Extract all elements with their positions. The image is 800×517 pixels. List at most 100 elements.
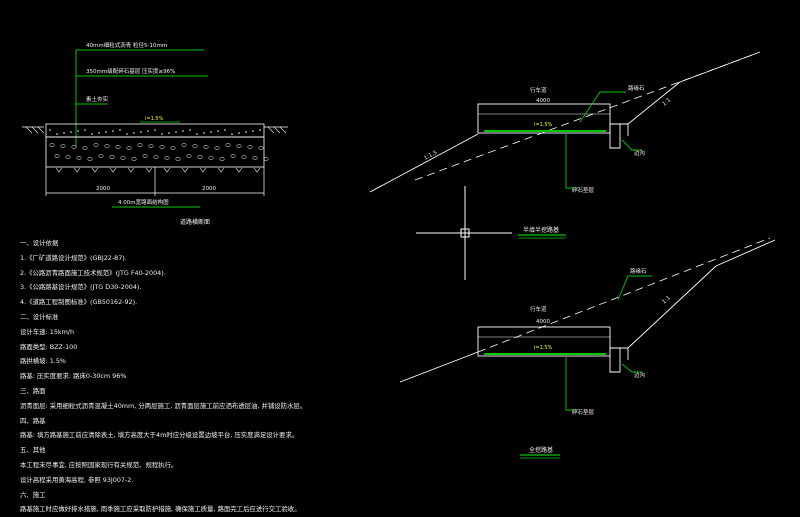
- base-stone: [76, 156, 82, 160]
- asphalt-dot: [147, 130, 149, 132]
- base-label: 碎石垫层: [572, 408, 595, 416]
- base-stone: [219, 157, 225, 161]
- asphalt-dot: [238, 132, 240, 134]
- ditch-label: 边沟: [634, 371, 646, 379]
- base-stone: [131, 157, 137, 161]
- base-stone: [98, 154, 104, 158]
- subgrade-mark: [55, 167, 63, 173]
- asphalt-dot: [196, 133, 198, 135]
- note-line: 六、施工: [20, 490, 46, 499]
- design-notes: 一、设计依据 1.《厂矿道路设计规范》(GBJ22-87). 2.《公路沥青路面施工…: [20, 236, 320, 517]
- road-label: 行车道: [530, 86, 547, 94]
- asphalt-dot: [49, 129, 51, 131]
- road-width: 4000: [536, 98, 550, 104]
- ditch-outline: [609, 123, 629, 149]
- roadway-box: [477, 103, 611, 134]
- base-stone: [115, 145, 121, 149]
- asphalt-dot: [231, 133, 233, 135]
- note-line: 一、设计依据: [20, 239, 59, 247]
- slope-label: i=1.5%: [145, 116, 164, 122]
- base-stone: [54, 154, 60, 158]
- cut-slope-line: [627, 265, 717, 349]
- left-title: 道路横断面: [180, 218, 210, 226]
- base-stone: [120, 156, 126, 160]
- base-stone: [109, 155, 115, 159]
- note-line: 1.《厂矿道路设计规范》(GBJ22-87).: [20, 253, 127, 262]
- base-stone: [159, 145, 165, 149]
- base-stone: [71, 145, 77, 149]
- original-ground-dashed: [477, 237, 771, 353]
- asphalt-dot: [126, 133, 128, 135]
- subgrade-mark: [253, 167, 261, 173]
- asphalt-dot: [56, 133, 58, 135]
- base-stone: [258, 146, 264, 150]
- base-stone: [126, 146, 132, 150]
- base-stone: [164, 156, 170, 160]
- note-line: 路基: 压实度要求: 路床0-30cm 96%: [20, 372, 127, 381]
- asphalt-dot: [259, 129, 261, 131]
- cad-crosshair-cursor: [416, 186, 512, 280]
- asphalt-dot: [245, 131, 247, 133]
- curb-label: 路缘石: [630, 267, 647, 275]
- asphalt-dot: [154, 129, 156, 131]
- asphalt-dot: [189, 129, 191, 131]
- asphalt-dot: [175, 131, 177, 133]
- note-line: 4.《道路工程制图标准》(GB50162-92).: [20, 298, 138, 307]
- asphalt-dot: [133, 132, 135, 134]
- base-stone: [252, 156, 258, 160]
- cut-slope-line-2: [679, 51, 761, 83]
- right-top-title: 半填半挖路基: [523, 226, 559, 234]
- cad-drawing-canvas: 40mm细粒式沥青 粒径5-10mm 350mm级配碎石基层 压实度≥96% 素…: [22, 41, 776, 459]
- asphalt-dot: [77, 130, 79, 132]
- asphalt-dot: [63, 132, 65, 134]
- cut-slope-line-2: [715, 239, 776, 267]
- fill-ratio-label: 1:1.5: [423, 150, 439, 162]
- curb-leader: [617, 275, 652, 301]
- cut-slope-line: [627, 81, 681, 125]
- subgrade-mark: [181, 167, 189, 173]
- ditch-leader: [621, 363, 642, 373]
- dim-left-text: 2000: [96, 186, 110, 192]
- asphalt-dot: [140, 131, 142, 133]
- note-line: 2.《公路沥青路面施工技术规范》(JTG F40-2004).: [20, 268, 166, 277]
- callout-text-3: 素土夯实: [86, 95, 109, 103]
- asphalt-dot: [203, 132, 205, 134]
- base-texture: [49, 143, 269, 161]
- base-stone: [230, 154, 236, 158]
- base-stone: [186, 154, 192, 158]
- subgrade-mark: [217, 167, 225, 173]
- subgrade-mark: [235, 167, 243, 173]
- note-line: 本工程未尽事宜, 应按照国家现行有关规范、规程执行。: [20, 460, 178, 469]
- base-stone: [236, 144, 242, 148]
- note-line: 路基施工时应做好排水措施, 雨季施工应采取防护措施, 确保施工质量, 路面完工后…: [20, 505, 301, 514]
- dim-right-text: 2000: [202, 186, 216, 192]
- asphalt-dot: [161, 133, 163, 135]
- full-cut-section: 行车道 4000 i=1.5% 1:1 路缘石 边沟 碎石垫层 全挖路基: [399, 237, 776, 459]
- cut-ratio-label: 1:1: [661, 97, 672, 107]
- subgrade-mark: [163, 167, 171, 173]
- base-stone: [263, 157, 269, 161]
- base-label: 碎石垫层: [572, 186, 595, 194]
- slope-label: i=1.5%: [534, 345, 553, 351]
- half-fill-half-cut-section: 1:1.5 行车道 4000 i=1.5% 1:1 路缘石 边沟 碎石垫层 半填…: [369, 51, 761, 239]
- asphalt-dot: [217, 130, 219, 132]
- base-stone: [181, 143, 187, 147]
- base-stone: [142, 154, 148, 158]
- base-stone: [170, 146, 176, 150]
- base-stone: [175, 157, 181, 161]
- asphalt-dot: [182, 130, 184, 132]
- base-stone: [247, 145, 253, 149]
- asphalt-dot: [168, 132, 170, 134]
- note-line: 五、其他: [20, 446, 46, 455]
- base-leader: [565, 356, 578, 411]
- note-line: 路基: 填方路基施工前应清除表土, 填方高度大于4m时应分级设置边坡平台, 压实…: [20, 431, 299, 440]
- base-stone: [153, 155, 159, 159]
- asphalt-dot: [252, 130, 254, 132]
- asphalt-dot: [224, 129, 226, 131]
- callout-text-1: 40mm细粒式沥青 粒径5-10mm: [86, 41, 167, 49]
- note-line: 路面类型: BZZ-100: [20, 342, 78, 351]
- note-line: 路拱横坡: 1.5%: [20, 357, 66, 366]
- subgrade-mark: [145, 167, 153, 173]
- base-stone: [208, 156, 214, 160]
- base-stone: [65, 155, 71, 159]
